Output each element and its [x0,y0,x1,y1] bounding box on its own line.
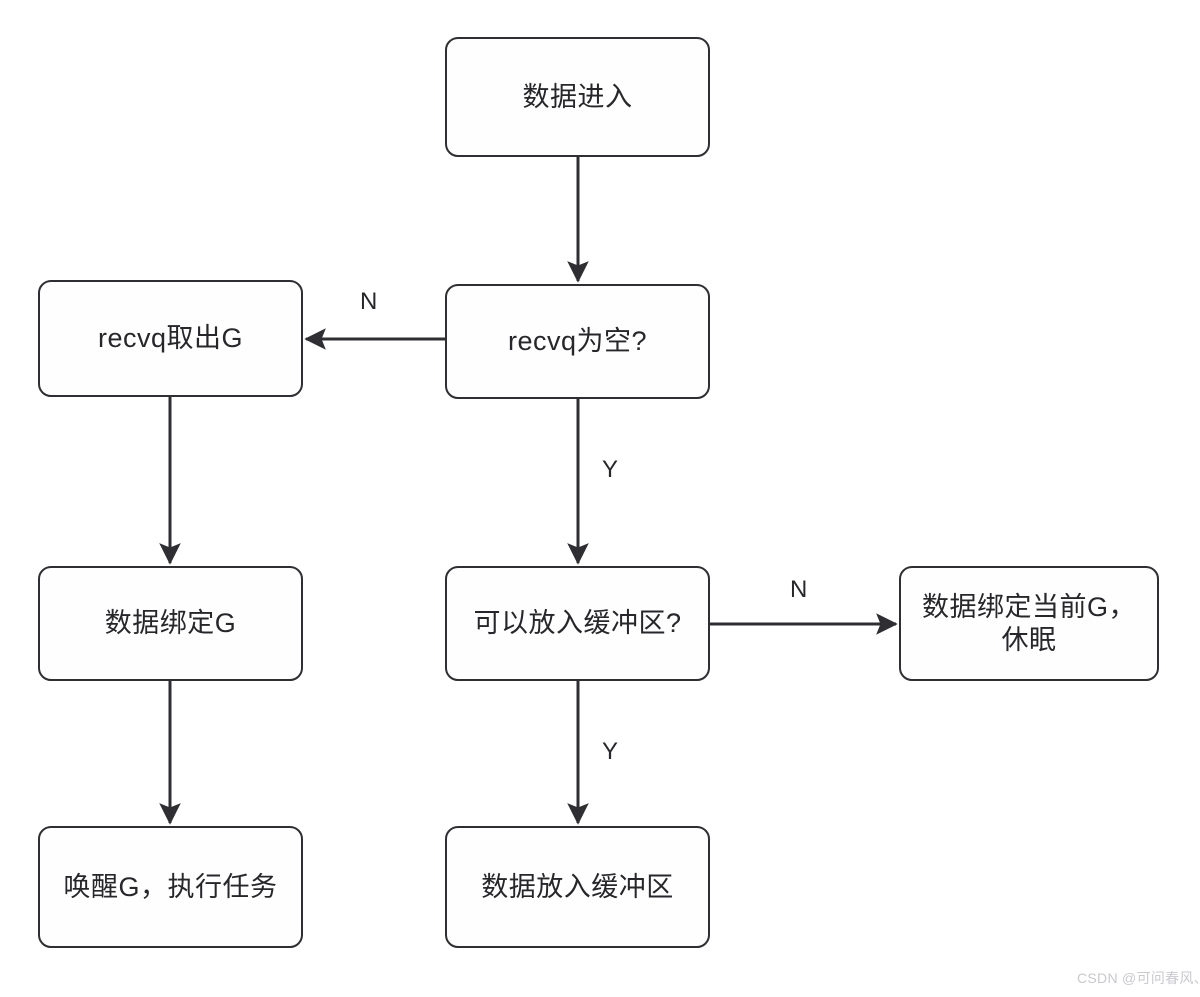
node-data-into-buffer[interactable]: 数据放入缓冲区 [445,826,710,948]
edge-label-recvq-empty-no: N [360,288,378,315]
node-label: 数据绑定G [104,608,237,639]
node-label: 数据进入 [522,81,633,112]
edge-label-can-put-buffer-yes: Y [602,738,619,765]
edge-label-recvq-empty-yes: Y [602,456,619,483]
node-label: 数据绑定当前G，休眠 [921,591,1136,655]
node-recvq-empty[interactable]: recvq为空? [445,284,710,399]
node-label: 可以放入缓冲区? [473,608,682,639]
node-wake-g-run-task[interactable]: 唤醒G，执行任务 [38,826,303,948]
node-label: 唤醒G，执行任务 [63,871,278,902]
node-label: recvq取出G [97,323,244,354]
node-label: 数据放入缓冲区 [481,871,674,902]
node-can-put-buffer[interactable]: 可以放入缓冲区? [445,566,710,681]
node-data-enters[interactable]: 数据进入 [445,37,710,157]
node-label: recvq为空? [507,326,648,357]
csdn-watermark: CSDN @可问春风、 [1077,970,1200,986]
node-data-bind-g[interactable]: 数据绑定G [38,566,303,681]
node-recvq-take-g[interactable]: recvq取出G [38,280,303,397]
node-bind-current-g[interactable]: 数据绑定当前G，休眠 [899,566,1159,681]
edge-label-can-put-buffer-no: N [790,576,808,603]
